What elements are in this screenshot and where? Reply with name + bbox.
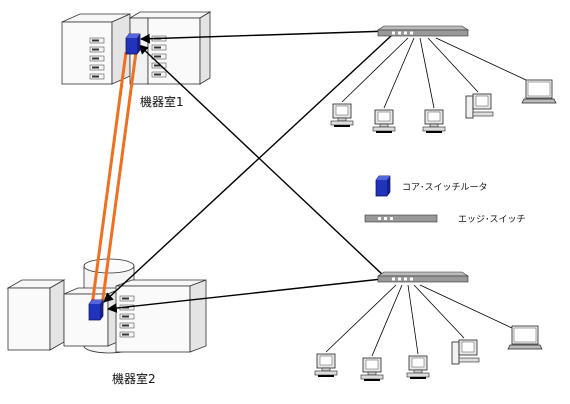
uplink-edge1-core1 — [140, 30, 391, 44]
desktop-pc-icon — [465, 93, 494, 119]
core-switch-icon — [125, 33, 141, 55]
uplink-edge2-core1 — [138, 44, 385, 277]
desktop-pc-icon — [451, 339, 480, 365]
laptop-icon — [521, 79, 557, 104]
desktop-pc-icon — [314, 353, 338, 378]
desktop-pc-icon — [330, 103, 354, 128]
inter-room-link — [90, 51, 138, 307]
edge-switch-icon — [364, 214, 438, 223]
desktop-pc-icon — [372, 109, 396, 134]
desktop-pc-icon — [360, 357, 384, 382]
legend: コア･スイッチルータ エッジ･スイッチ — [364, 175, 526, 225]
edge-switch-icon — [377, 271, 469, 283]
desktop-pc-icon — [422, 109, 446, 134]
uplink-edge2-core2 — [107, 278, 383, 313]
uplink-lines — [103, 30, 393, 313]
desktop-pc-icon — [406, 355, 430, 380]
server-rack-icon — [61, 13, 131, 85]
legend-edge-switch-label: エッジ･スイッチ — [458, 214, 526, 225]
server-rack-icon — [115, 279, 207, 353]
uplink-edge1-core2 — [103, 34, 393, 303]
room-label-1: 機器室1 — [140, 94, 184, 109]
edge-switch-icon — [377, 25, 469, 37]
core-switch-icon — [88, 299, 104, 321]
laptop-icon — [507, 325, 543, 350]
core-switch-icon — [375, 175, 391, 197]
drops-edge-1 — [341, 37, 527, 109]
room-label-2: 機器室2 — [112, 371, 156, 386]
legend-core-switch-label: コア･スイッチルータ — [402, 182, 488, 193]
server-rack-icon — [6, 279, 66, 351]
drops-edge-2 — [325, 284, 513, 357]
